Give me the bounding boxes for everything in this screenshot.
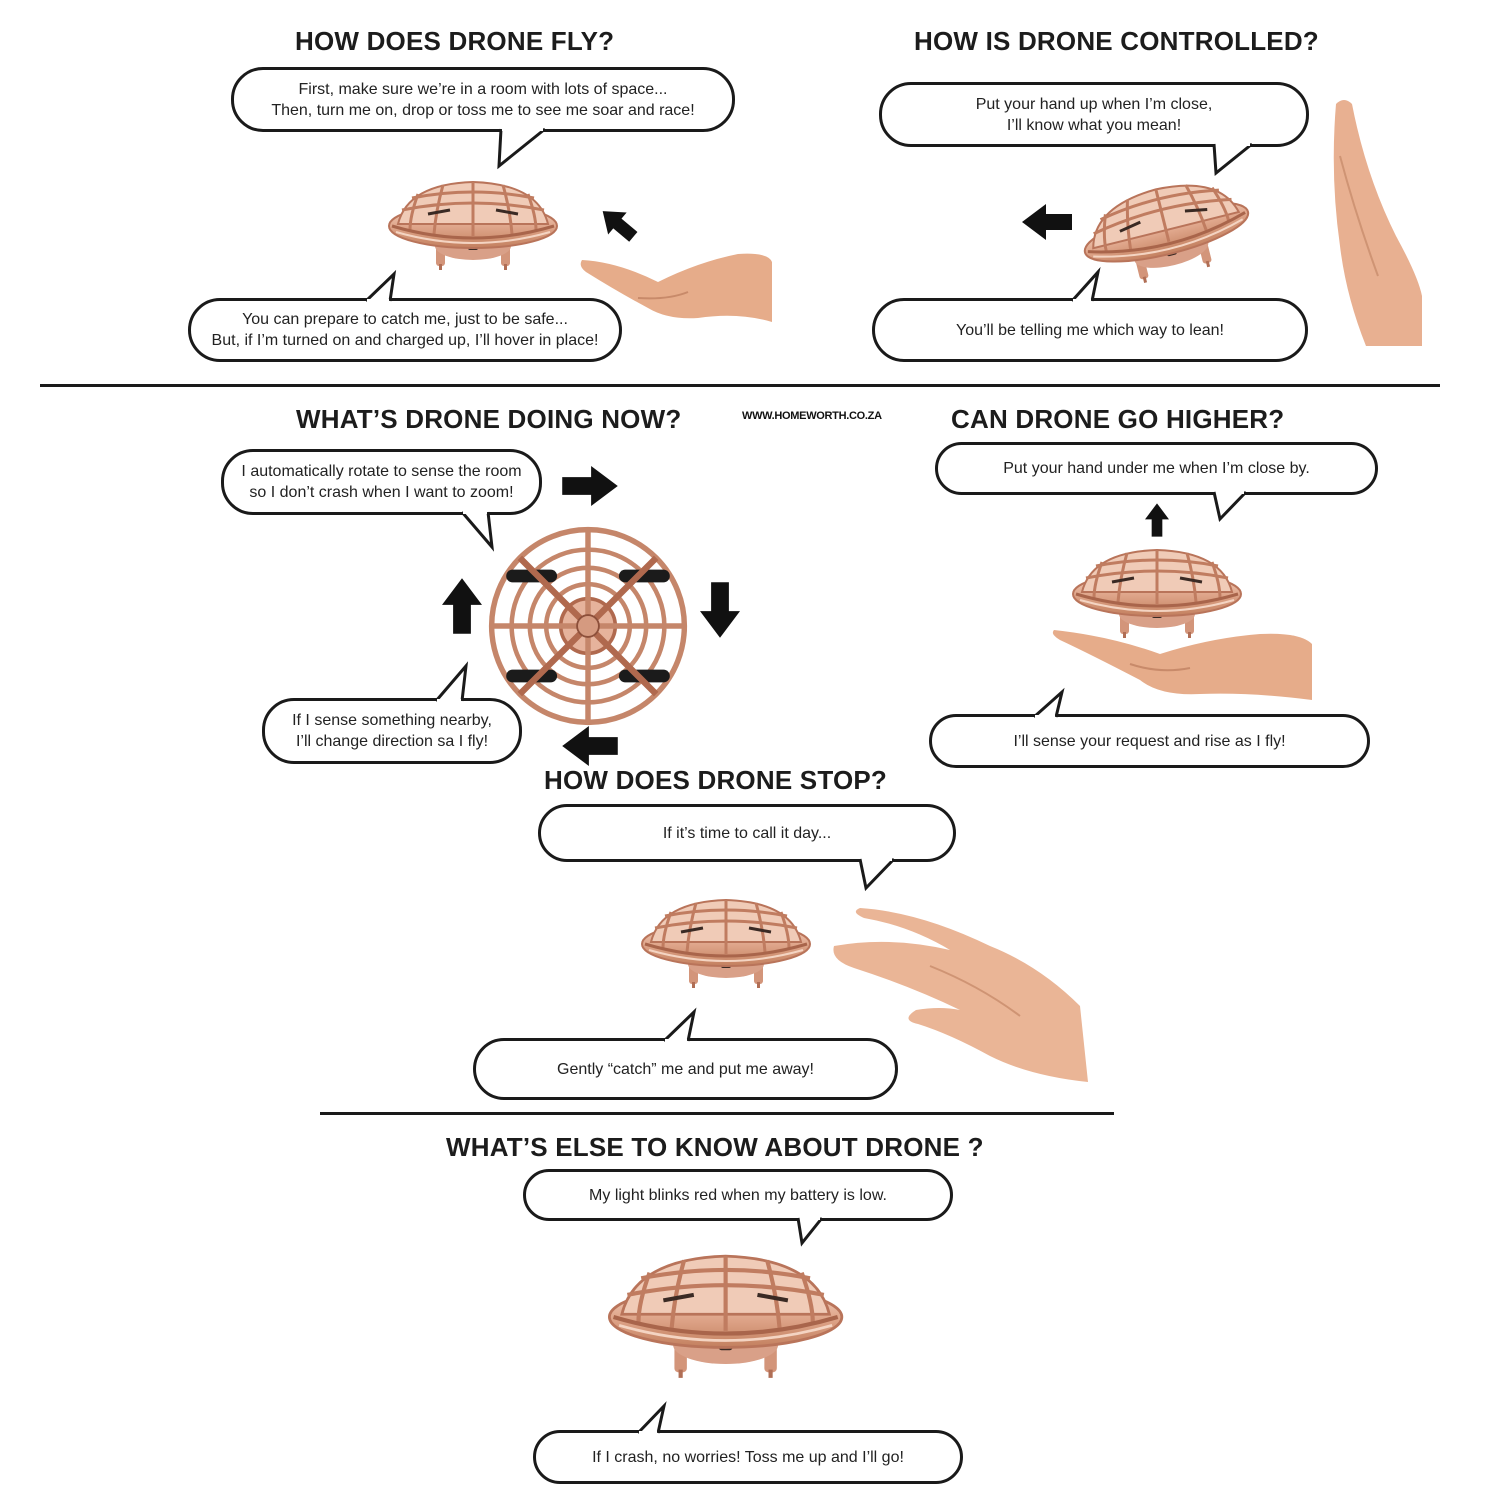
drone-image	[387, 180, 559, 272]
open-palm-hand-image	[580, 253, 772, 322]
bubble-text: My light blinks red when my battery is l…	[589, 1186, 887, 1204]
bubble-tail	[1212, 490, 1248, 523]
speech-bubble-else-top: My light blinks red when my battery is l…	[523, 1169, 953, 1221]
hand-reaching-image	[833, 908, 1088, 1082]
section-title-controlled: HOW IS DRONE CONTROLLED?	[914, 26, 1319, 56]
bubble-text: If I crash, no worries! Toss me up and I…	[592, 1448, 904, 1466]
arrow-left-icon	[1022, 204, 1072, 240]
section-divider	[320, 1112, 1114, 1115]
cupped-hand-image	[1052, 630, 1312, 700]
bubble-text: Put your hand under me when I’m close by…	[1003, 460, 1310, 477]
bubble-text: You’ll be telling me which way to lean!	[955, 321, 1224, 339]
watermark-url: WWW.HOMEWORTH.CO.ZA	[742, 410, 882, 422]
drone-image	[640, 898, 812, 990]
bubble-text: You can prepare to catch me, just to be …	[211, 311, 599, 349]
drone-top-view-image	[488, 526, 688, 726]
bubble-text: If it’s time to call it day...	[662, 824, 832, 842]
bubble-tail	[1212, 142, 1253, 176]
arrow-up-icon	[442, 578, 482, 634]
speech-bubble-stop-top: If it’s time to call it day...	[538, 804, 956, 862]
speech-bubble-controlled-top: Put your hand up when I’m close, I’ll kn…	[879, 82, 1309, 147]
arrow-up-left-icon	[593, 200, 643, 248]
speech-bubble-higher-bottom: I’ll sense your request and rise as I fl…	[929, 714, 1370, 768]
bubble-text: Put your hand up when I’m close, I’ll kn…	[975, 95, 1213, 134]
arrow-right-icon	[562, 466, 618, 506]
bubble-tail	[796, 1217, 824, 1247]
section-title-higher: CAN DRONE GO HIGHER?	[951, 404, 1285, 434]
bubble-text: If I sense something nearby, I’ll change…	[292, 712, 492, 750]
bubble-text: Gently “catch” me and put me away!	[557, 1060, 814, 1078]
arrow-up-icon	[1145, 503, 1169, 537]
bubble-tail	[364, 269, 397, 303]
bubble-text: First, make sure we’re in a room with lo…	[271, 80, 695, 119]
arrow-down-icon	[700, 582, 740, 638]
raised-hand-image	[1333, 100, 1422, 346]
speech-bubble-fly-bottom: You can prepare to catch me, just to be …	[188, 298, 622, 362]
bubble-tail	[460, 511, 495, 552]
section-title-else: WHAT’S ELSE TO KNOW ABOUT DRONE ?	[446, 1132, 984, 1162]
bubble-text: I automatically rotate to sense the room…	[241, 463, 522, 501]
drone-image	[608, 1252, 846, 1382]
bubble-tail	[497, 127, 546, 170]
section-title-doing: WHAT’S DRONE DOING NOW?	[296, 404, 682, 434]
section-divider	[40, 384, 1440, 387]
speech-bubble-higher-top: Put your hand under me when I’m close by…	[935, 442, 1378, 495]
section-title-fly: HOW DOES DRONE FLY?	[295, 26, 615, 56]
speech-bubble-doing-top: I automatically rotate to sense the room…	[221, 449, 542, 515]
bubble-text: I’ll sense your request and rise as I fl…	[1013, 732, 1286, 750]
speech-bubble-else-bottom: If I crash, no worries! Toss me up and I…	[533, 1430, 963, 1484]
section-title-stop: HOW DOES DRONE STOP?	[544, 765, 887, 795]
arrow-left-icon	[562, 726, 618, 766]
bubble-tail	[662, 1007, 697, 1043]
speech-bubble-doing-bottom: If I sense something nearby, I’ll change…	[262, 698, 522, 764]
bubble-tail	[858, 857, 896, 892]
bubble-tail	[434, 661, 469, 703]
speech-bubble-stop-bottom: Gently “catch” me and put me away!	[473, 1038, 898, 1100]
bubble-tail	[636, 1401, 667, 1435]
bubble-tail	[1033, 687, 1065, 719]
speech-bubble-controlled-bottom: You’ll be telling me which way to lean!	[872, 298, 1308, 362]
bubble-tail	[1070, 266, 1101, 303]
speech-bubble-fly-top: First, make sure we’re in a room with lo…	[231, 67, 735, 132]
